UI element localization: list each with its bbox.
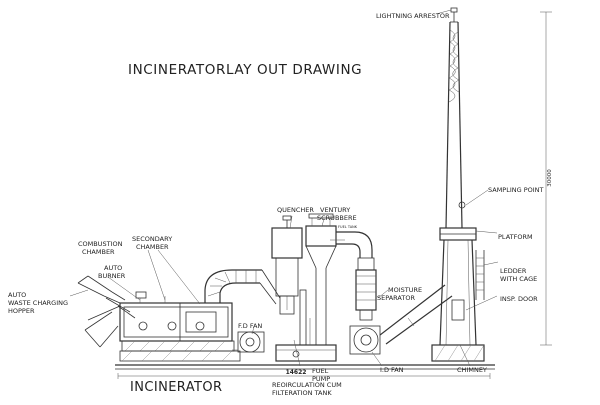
moisture-separator <box>355 257 377 321</box>
id-fan <box>349 325 381 355</box>
venturi-scrubber <box>305 213 345 345</box>
ladder-with-cage <box>475 250 485 300</box>
label-venturi-line2: SCRUBBERE <box>317 214 357 222</box>
label-recirc-line1: REOIRCULATION CUM <box>272 381 342 389</box>
base-dimension: 14622 <box>286 369 307 376</box>
label-lightning-arrestor: LIGHTNING ARRESTOR <box>376 12 450 20</box>
label-auto-burner-line1: AUTO <box>104 264 122 272</box>
label-hopper-line3: HOPPER <box>8 307 35 315</box>
label-quencher: QUENCHER <box>277 206 314 214</box>
label-venturi-line1: VENTURY <box>320 206 350 214</box>
label-fd-fan: F.D FAN <box>238 322 262 330</box>
label-recirc-line2: FILTERATION TANK <box>272 389 332 397</box>
label-id-fan: I.D FAN <box>380 366 404 374</box>
incinerator-label: INCINERATOR <box>130 380 222 395</box>
label-combustion-line2: CHAMBER <box>82 248 115 256</box>
leader-lines <box>69 9 499 367</box>
height-dimension <box>540 11 552 346</box>
label-platform: PLATFORM <box>498 233 533 241</box>
combustion-chamber <box>119 291 241 362</box>
height-dimension-text: 30000 <box>547 169 553 187</box>
fd-fan <box>232 331 265 353</box>
recirculation-tank <box>275 318 337 362</box>
label-fuel-pump-line2: PUMP <box>312 375 330 383</box>
label-fuel-pump-line1: FUEL <box>312 367 329 375</box>
drawing-title: INCINERATORLAY OUT DRAWING <box>128 62 362 78</box>
label-combustion-line1: COMBUSTION <box>78 240 123 248</box>
scrubber-duct <box>336 231 373 258</box>
label-chimney: CHIMNEY <box>457 366 487 374</box>
label-ladder-line2: WITH CAGE <box>500 275 537 283</box>
label-moisture-line1: MOISTURE <box>388 286 422 294</box>
label-ladder-line1: LEDDER <box>500 267 527 275</box>
label-hopper-line2: WASTE CHARGING <box>8 299 68 307</box>
chimney <box>431 7 485 362</box>
ground-base <box>115 364 495 379</box>
fuel-tank-label: FUEL TANK <box>338 225 358 229</box>
label-insp-door: INSP. DOOR <box>500 295 538 303</box>
waste-charging-hopper <box>77 275 136 348</box>
label-moisture-line2: SEPARATOR <box>377 294 415 302</box>
hot-gas-duct <box>204 269 281 305</box>
label-hopper-line1: AUTO <box>8 291 26 299</box>
label-auto-burner-line2: BURNER <box>98 272 126 280</box>
label-sampling-point: SAMPLING POINT <box>488 186 544 194</box>
quencher <box>271 215 307 346</box>
label-secondary-line1: SECONDARY <box>132 235 172 243</box>
label-secondary-line2: CHAMBER <box>136 243 169 251</box>
